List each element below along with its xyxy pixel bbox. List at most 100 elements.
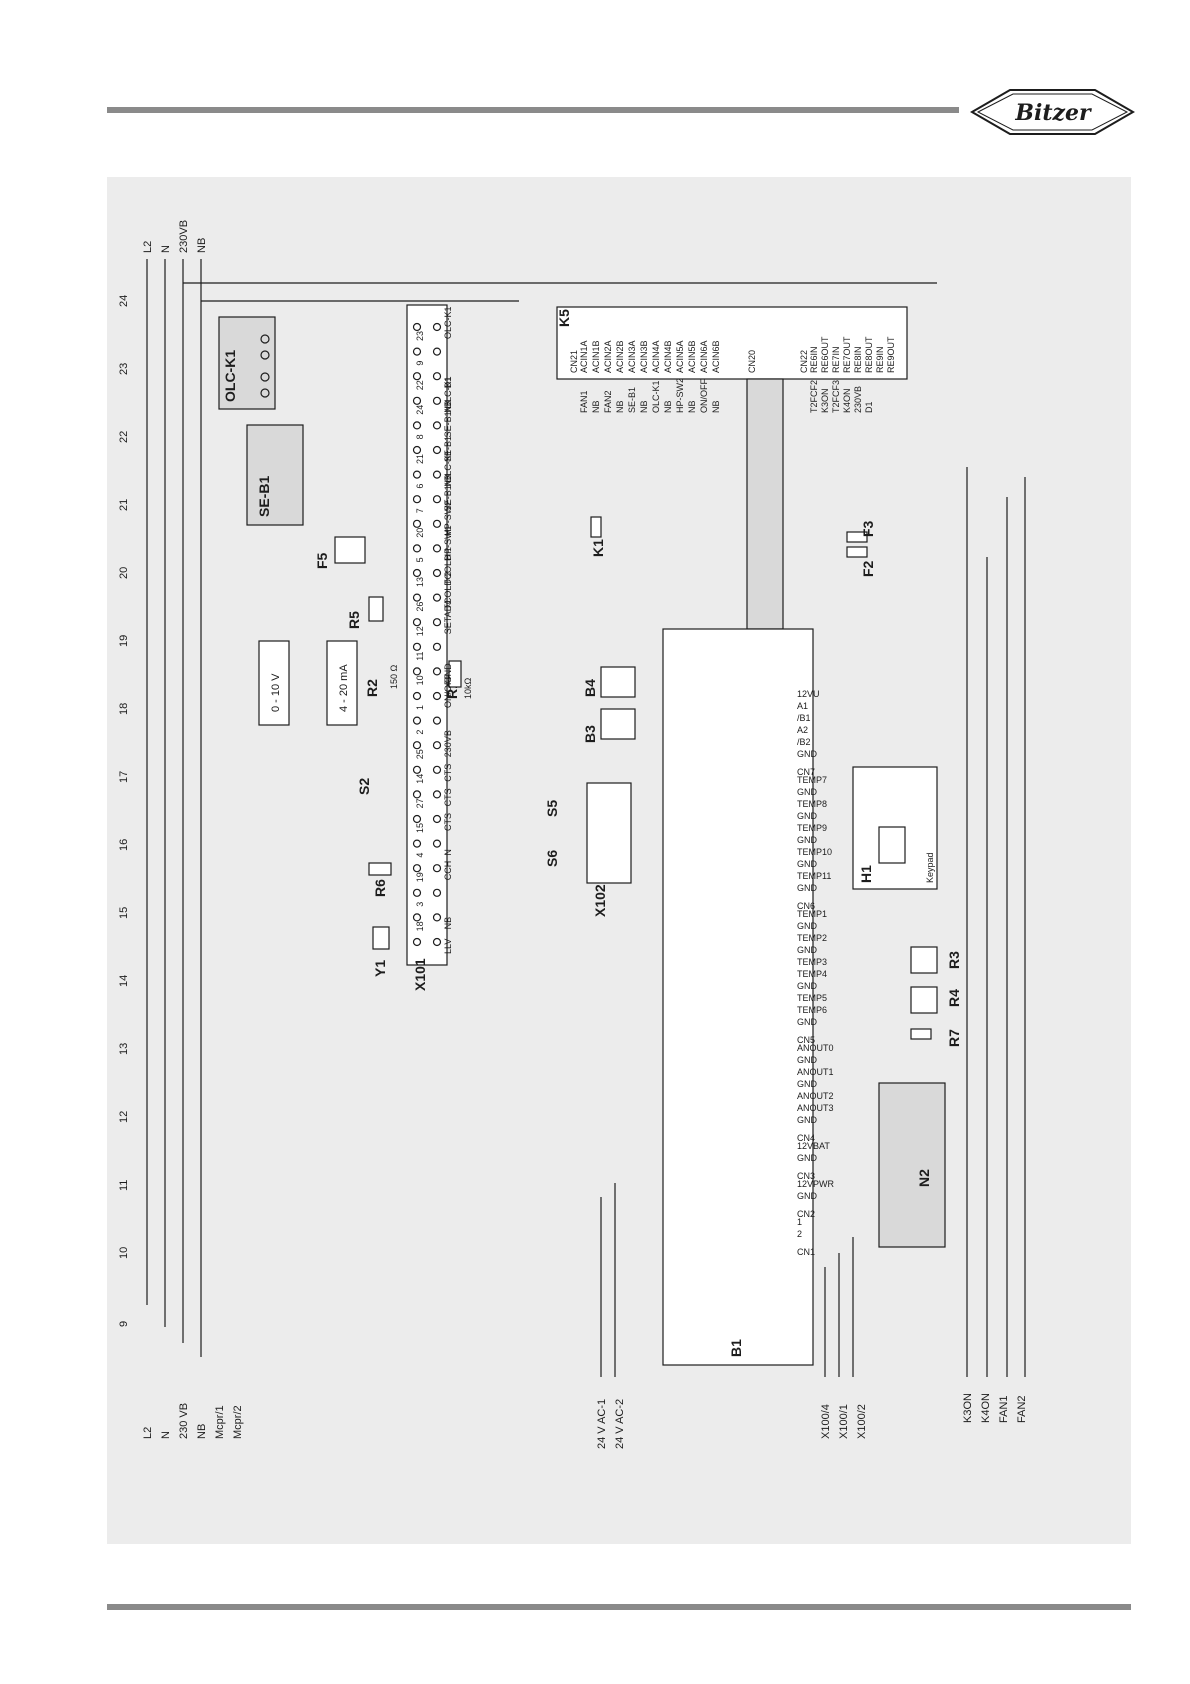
se-b1-module bbox=[246, 424, 304, 526]
b1-pin-label: 12VBAT bbox=[797, 1141, 830, 1151]
b1-connector-name: CN7 bbox=[797, 767, 815, 777]
b1-pin-label: A2 bbox=[797, 725, 808, 735]
k5-cn22-pin: RE6IN bbox=[809, 346, 819, 373]
x101-terminal-label: TCOLD 1 bbox=[443, 547, 453, 585]
current-signal-label: 4 - 20 mA bbox=[338, 664, 350, 712]
column-number: 23 bbox=[118, 363, 130, 375]
b1-pin-label: GND bbox=[797, 921, 818, 931]
b1-pin-label: GND bbox=[797, 945, 818, 955]
x101-terminal-number: 1 bbox=[415, 705, 425, 710]
b1-pin-label: GND bbox=[797, 1017, 818, 1027]
k5-cn22-pin: RE8IN bbox=[853, 346, 863, 373]
right-wires bbox=[600, 467, 1026, 1377]
k5-cn22-pin: RE8OUT bbox=[864, 336, 874, 373]
n2-label: N2 bbox=[916, 1169, 932, 1187]
r4-label: R4 bbox=[946, 989, 962, 1007]
x101-terminal bbox=[412, 814, 422, 824]
b1-pin-label: TEMP3 bbox=[797, 957, 827, 967]
k5-cn22-pin: RE7IN bbox=[831, 346, 841, 373]
k5-cn21-wire: NB bbox=[711, 400, 721, 413]
b1-pin-label: GND bbox=[797, 1055, 818, 1065]
x101-terminal bbox=[412, 839, 422, 848]
b1-connector-name: CN5 bbox=[797, 1035, 815, 1045]
se-b1-label: SE-B1 bbox=[256, 476, 272, 517]
x101-terminal-number: 5 bbox=[415, 557, 425, 562]
bottom-line-label: X100/1 bbox=[838, 1404, 850, 1439]
b1-pin-label: TEMP10 bbox=[797, 847, 832, 857]
r2-label: R2 bbox=[364, 679, 380, 697]
bottom-line-label: Mcpr/2 bbox=[232, 1405, 244, 1439]
x101-terminal bbox=[432, 568, 442, 578]
bottom-line-label: X100/2 bbox=[856, 1404, 868, 1439]
b1-pin-label: 2 bbox=[797, 1229, 802, 1239]
b1-pin-label: A1 bbox=[797, 701, 808, 711]
column-number: 18 bbox=[118, 703, 130, 715]
x101-terminal-number: 20 bbox=[415, 528, 425, 538]
column-number: 10 bbox=[118, 1247, 130, 1259]
x101-terminal-number: 6 bbox=[415, 484, 425, 489]
x101-terminal-number: 2 bbox=[415, 730, 425, 735]
k5-cn21-wire: NB bbox=[663, 400, 673, 413]
f5-label: F5 bbox=[314, 552, 330, 569]
olc-k1-pin bbox=[260, 388, 270, 398]
x102-terminal-block bbox=[586, 782, 632, 884]
f5-pressure-switch bbox=[334, 536, 366, 564]
x101-terminal bbox=[432, 765, 442, 774]
b1-pin-label: TEMP4 bbox=[797, 969, 827, 979]
olc-k1-label: OLC-K1 bbox=[222, 350, 238, 402]
k5-cn21-wire: NB bbox=[615, 400, 625, 413]
b1-pin-label: TEMP7 bbox=[797, 775, 827, 785]
x101-terminal-number: 12 bbox=[415, 626, 425, 636]
x101-terminal-number: 25 bbox=[415, 749, 425, 759]
k5-cn21-pin: ACIN5B bbox=[687, 340, 697, 373]
x101-terminal-number: 27 bbox=[415, 798, 425, 808]
k5-label: K5 bbox=[556, 309, 572, 327]
top-line-label: 230VB bbox=[178, 220, 190, 253]
bottom-line-label: K4ON bbox=[980, 1393, 992, 1423]
b3-sensor bbox=[600, 708, 636, 740]
column-number: 13 bbox=[118, 1043, 130, 1055]
f2-fuse bbox=[846, 546, 868, 558]
f3-fuse bbox=[846, 531, 868, 543]
x101-terminal-number: 13 bbox=[415, 577, 425, 587]
n2-power-supply bbox=[878, 1082, 946, 1248]
b1-pin-label: ANOUT0 bbox=[797, 1043, 834, 1053]
x101-terminal bbox=[412, 937, 422, 947]
b1-pin-label: GND bbox=[797, 859, 818, 869]
x101-terminal bbox=[432, 913, 442, 922]
top-power-lines bbox=[146, 259, 937, 1357]
r6-heater bbox=[368, 862, 392, 876]
keypad-label: Keypad bbox=[925, 852, 935, 883]
column-number: 11 bbox=[118, 1180, 130, 1191]
x101-terminal bbox=[432, 741, 442, 750]
k5-cn21-wire: NB bbox=[591, 400, 601, 413]
x101-terminal bbox=[432, 445, 442, 455]
b1-pin-label: TEMP8 bbox=[797, 799, 827, 809]
k5-cn21-wire: SE-B1 bbox=[627, 387, 637, 413]
b1-pin-label: 12VPWR bbox=[797, 1179, 835, 1189]
b1-connector-name: CN4 bbox=[797, 1133, 815, 1143]
x101-terminal bbox=[412, 790, 422, 799]
k5-cn22-wire: K3ON bbox=[820, 388, 830, 413]
b1-label: B1 bbox=[728, 1339, 744, 1357]
h1-label: H1 bbox=[858, 865, 874, 883]
b1-pin-label: GND bbox=[797, 1191, 818, 1201]
x101-terminal-number: 22 bbox=[415, 380, 425, 390]
x101-terminal-label: OLC-K1 bbox=[443, 306, 453, 339]
current-signal-block bbox=[326, 640, 358, 726]
x101-terminal bbox=[432, 642, 442, 651]
x101-terminal bbox=[432, 593, 442, 602]
b4-label: B4 bbox=[582, 679, 598, 697]
k5-cn21-label: CN21 bbox=[569, 350, 579, 373]
x101-terminal bbox=[432, 790, 442, 799]
bottom-line-label: K3ON bbox=[962, 1393, 974, 1423]
olc-k1-relay bbox=[218, 316, 276, 410]
k5-cn22-wire: T2FCF3 bbox=[831, 380, 841, 413]
x101-terminal-number: 14 bbox=[415, 774, 425, 784]
x101-terminal bbox=[412, 593, 422, 602]
b1-pin-label: GND bbox=[797, 883, 818, 893]
